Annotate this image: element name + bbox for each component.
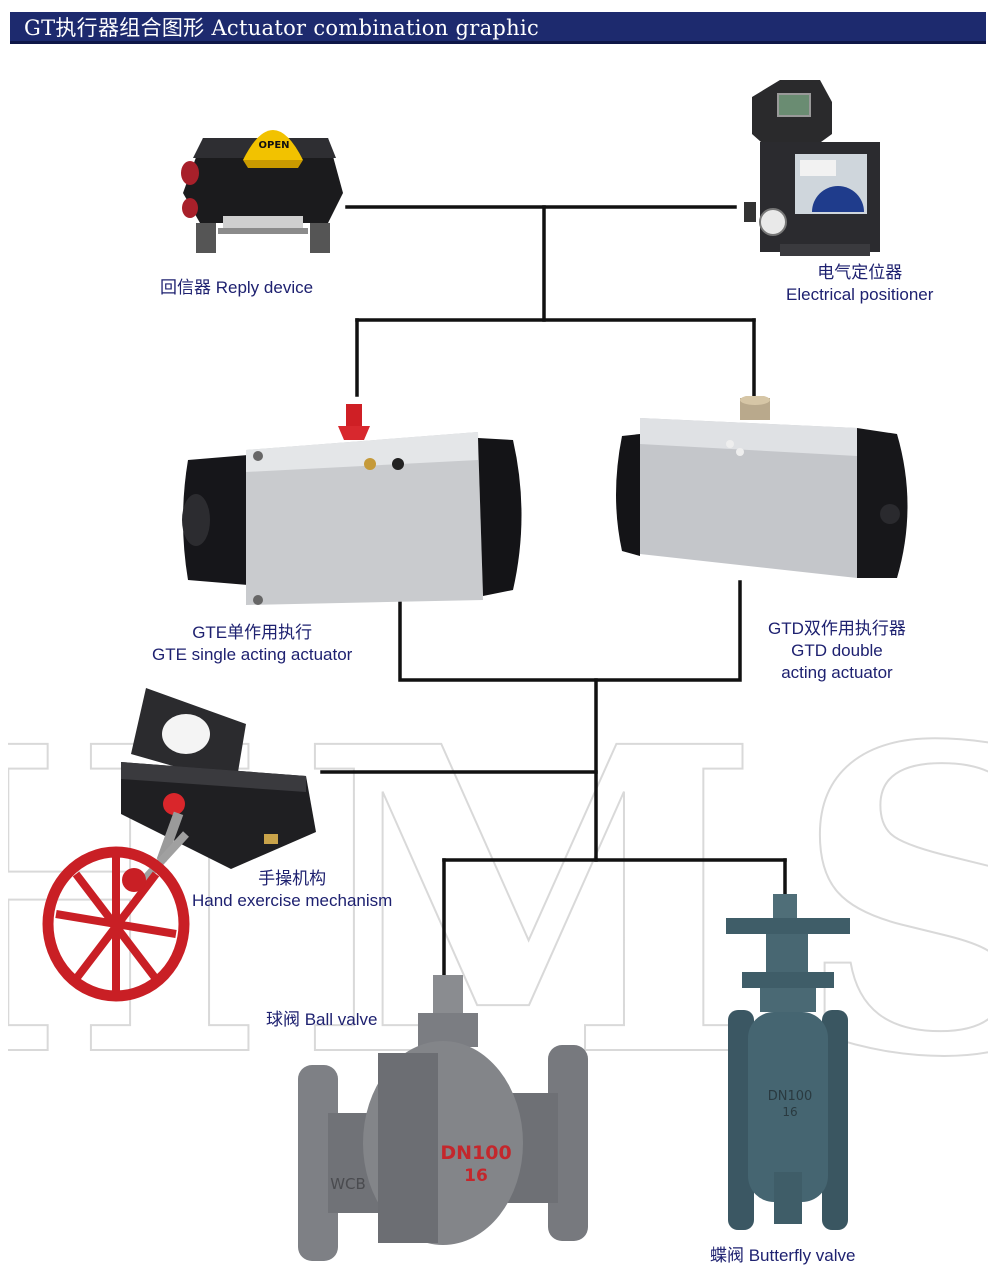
hand-mechanism-image [36, 684, 321, 1009]
reply-device-badge: OPEN [258, 140, 289, 151]
butterfly-valve-image: DN100 16 [718, 892, 858, 1232]
butterfly-valve-label: 蝶阀 Butterfly valve [710, 1246, 856, 1265]
reply-device-label: 回信器 Reply device [160, 278, 314, 297]
hand-mechanism-label: 手操机构 Hand exercise mechanism [192, 869, 393, 910]
ball-valve-image: DN100 16 WCB [288, 973, 598, 1273]
reply-device-image: OPEN [178, 98, 348, 258]
positioner-label: 电气定位器 Electrical positioner [786, 263, 934, 304]
ball-valve-dn: DN100 [440, 1142, 511, 1164]
butterfly-valve-dn: DN100 [768, 1089, 813, 1104]
page-header: GT执行器组合图形 Actuator combination graphic [10, 12, 986, 44]
butterfly-valve-pn: 16 [782, 1105, 797, 1119]
positioner-image [740, 72, 890, 262]
ball-valve-label: 球阀 Ball valve [266, 1010, 378, 1029]
ball-valve-pn: 16 [464, 1166, 488, 1186]
ball-valve-material: WCB [330, 1175, 366, 1193]
gte-actuator-label: GTE单作用执行 GTE single acting actuator [152, 623, 353, 664]
gte-actuator-image [178, 400, 533, 610]
gtd-actuator-label: GTD双作用执行器 GTD double acting actuator [768, 619, 906, 682]
gtd-actuator-image [612, 396, 922, 586]
